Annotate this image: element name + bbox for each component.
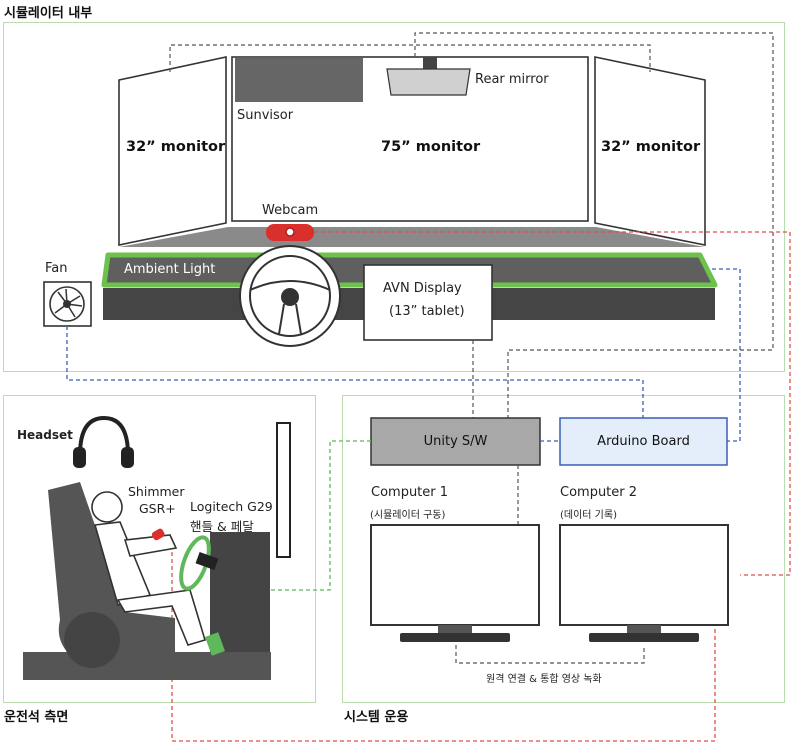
cable-mirror-to-unity [414,32,774,418]
wheel-pedal-label: 핸들 & 페달 [190,519,254,534]
gsr-label: GSR+ [139,501,176,516]
avn-display-label: AVN Display [383,281,462,296]
cable-webcam-to-computer2 [314,231,791,576]
arduino-label: Arduino Board [597,434,690,449]
right-monitor-label: 32” monitor [601,139,701,155]
arduino-box [559,417,728,466]
avn-display [363,264,493,341]
interior-section-title: 시뮬레이터 내부 [4,6,93,21]
logitech-wheel [179,535,219,591]
driver-side-screen [276,422,291,558]
sunvisor-label: Sunvisor [237,108,294,123]
remote-link-label: 원격 연결 & 통합 영상 녹화 [486,674,602,685]
webcam-label: Webcam [262,203,319,218]
headset-icon [73,415,134,468]
computer2-screen [559,524,729,626]
rear-mirror [386,68,471,96]
logitech-label: Logitech G29 [190,499,273,514]
cable-fan-to-arduino [66,326,644,418]
cable-ambient-to-arduino [712,268,741,442]
fan-label: Fan [45,261,68,276]
rear-mirror-stem [423,57,437,69]
cable-unity-to-wheel [212,440,371,591]
computer2-sublabel: (데이터 기록) [560,510,617,521]
dashboard-top [119,227,705,247]
left-monitor [118,56,227,246]
steering-wheel-icon [239,245,341,347]
pedal [205,632,225,656]
unity-label: Unity S/W [423,434,488,449]
pedal-housing [210,532,270,654]
computer1-label: Computer 1 [371,485,449,500]
computer1-stand [400,633,510,642]
driver-section-title: 운전석 측면 [4,710,69,725]
driver-floor [23,652,271,680]
system-section-title: 시스템 운용 [344,710,409,725]
avn-display-sublabel: (13” tablet) [389,304,465,319]
rear-mirror-label: Rear mirror [475,72,549,87]
center-monitor-label: 75” monitor [381,139,481,155]
right-monitor [594,56,706,246]
cable-monitors-top [169,44,651,72]
ambient-light-label: Ambient Light [124,262,216,277]
headset-label: Headset [17,428,73,442]
computer2-label: Computer 2 [560,485,638,500]
cable-remote-link [455,645,645,664]
computer2-stand [589,633,699,642]
computer1-sublabel: (시뮬레이터 구동) [370,510,446,521]
unity-box [370,417,541,466]
left-monitor-label: 32” monitor [126,139,226,155]
shimmer-sensor [151,528,165,541]
sunvisor [235,58,363,102]
driver-seat [48,482,175,655]
computer1-screen [370,524,540,626]
fan-icon [43,281,92,327]
shimmer-label: Shimmer [128,484,185,499]
driver-figure [91,491,206,646]
